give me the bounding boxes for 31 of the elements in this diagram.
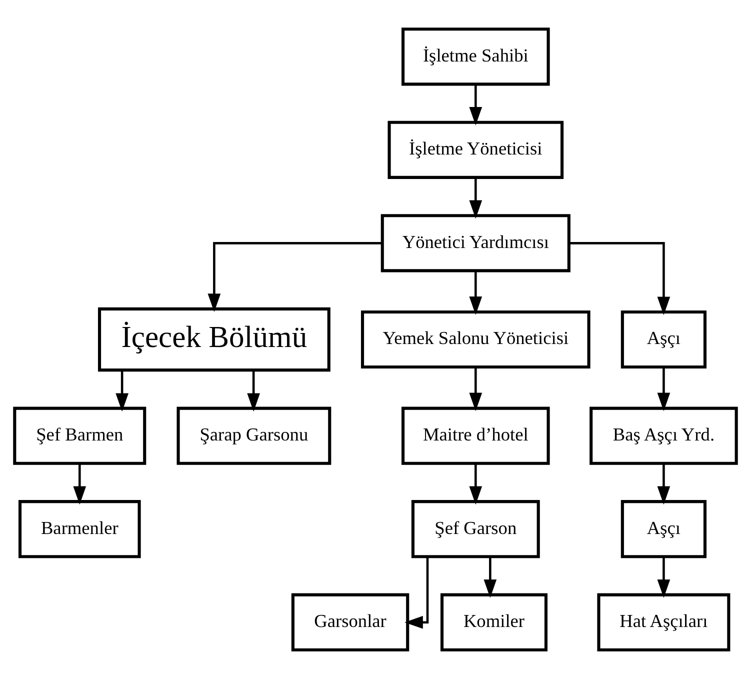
node-box: Şef Garson bbox=[411, 500, 540, 558]
node-box: Aşçı bbox=[620, 500, 707, 558]
arrow bbox=[73, 463, 86, 504]
node-box: Barmenler bbox=[18, 500, 141, 558]
arrow bbox=[247, 370, 260, 412]
arrow bbox=[469, 84, 482, 125]
node-box: Baş Aşçı Yrd. bbox=[590, 406, 738, 464]
arrow bbox=[657, 556, 670, 598]
node-box: Hat Aşçıları bbox=[597, 592, 730, 651]
arrow bbox=[569, 242, 670, 315]
node-box: Aşçı bbox=[620, 310, 707, 368]
node-box: Komiler bbox=[440, 592, 548, 651]
node-box: İşletme Yöneticisi bbox=[388, 120, 564, 178]
arrow bbox=[116, 370, 128, 412]
node-box: Maitre d’hotel bbox=[402, 406, 550, 464]
arrow bbox=[404, 556, 429, 628]
arrow bbox=[469, 463, 482, 504]
node-box: Şarap Garsonu bbox=[176, 406, 332, 464]
node-box: İçecek Bölümü bbox=[98, 306, 330, 372]
arrow bbox=[657, 463, 670, 504]
arrow bbox=[469, 366, 482, 411]
arrow bbox=[657, 366, 670, 411]
node-box: Şef Barmen bbox=[13, 406, 146, 464]
node-box: Yönetici Yardımcısı bbox=[380, 214, 570, 272]
arrow bbox=[484, 556, 497, 598]
node-box: Garsonlar bbox=[291, 592, 410, 651]
node-box: Yemek Salonu Yöneticisi bbox=[360, 310, 590, 368]
node-box: İşletme Sahibi bbox=[402, 27, 550, 86]
arrow bbox=[469, 270, 482, 314]
arrow bbox=[469, 177, 482, 218]
arrow bbox=[208, 242, 382, 312]
